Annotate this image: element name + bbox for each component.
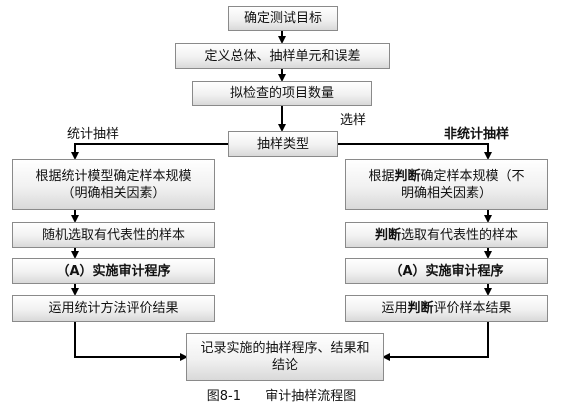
final-record-results: 记录实施的抽样程序、结果和结论 <box>186 333 384 381</box>
step-define-objective-text: 确定测试目标 <box>243 11 322 26</box>
right-judgement-select: 判断选取有代表性的样本 <box>345 222 548 248</box>
right-step1-rest: 确定样本规模（不明确相关因素） <box>400 168 525 201</box>
arrow-left-to-final <box>74 322 188 361</box>
step-define-population: 定义总体、抽样单元和误差 <box>175 43 390 69</box>
branch-right-line <box>337 143 492 160</box>
step-define-objective: 确定测试目标 <box>228 6 338 31</box>
left-determine-sample-size: 根据统计模型确定样本规模（明确相关因素） <box>12 159 215 210</box>
right-step4-judgement: 判断 <box>407 301 434 316</box>
step-item-count: 拟检查的项目数量 <box>192 81 372 106</box>
left-random-select: 随机选取有代表性的样本 <box>12 222 215 248</box>
arrow-right-to-final <box>382 322 489 361</box>
right-step2-judgement: 判断 <box>374 227 401 243</box>
left-perform-procedures: （A）实施审计程序 <box>12 258 215 284</box>
left-determine-sample-size-text: 根据统计模型确定样本规模（明确相关因素） <box>35 168 192 201</box>
label-statistical-sampling: 统计抽样 <box>67 127 120 142</box>
label-nonstatistical-sampling: 非统计抽样 <box>444 127 510 142</box>
final-record-results-text: 记录实施的抽样程序、结果和结论 <box>200 341 370 373</box>
right-step1-prefix: 根据 <box>368 168 395 184</box>
branch-left-line <box>71 143 228 160</box>
left-random-select-text: 随机选取有代表性的样本 <box>41 227 185 243</box>
right-step2-rest: 选取有代表性的样本 <box>401 227 519 243</box>
step-sampling-type: 抽样类型 <box>228 131 338 157</box>
right-step4-prefix: 运用 <box>381 301 408 316</box>
step-define-population-text: 定义总体、抽样单元和误差 <box>204 48 361 64</box>
right-perform-procedures: （A）实施审计程序 <box>345 258 548 284</box>
step-item-count-text: 拟检查的项目数量 <box>229 86 334 101</box>
right-determine-sample-size-text: 根据判断确定样本规模（不明确相关因素） <box>364 168 529 202</box>
right-evaluate-results-text: 运用判断评价样本结果 <box>381 300 511 317</box>
left-evaluate-results-text: 运用统计方法评价结果 <box>48 301 179 316</box>
right-determine-sample-size: 根据判断确定样本规模（不明确相关因素） <box>345 159 548 210</box>
right-evaluate-results: 运用判断评价样本结果 <box>345 295 548 322</box>
right-step1-judgement: 判断 <box>394 168 421 184</box>
figure-number: 图8-1 <box>206 389 241 404</box>
step-sampling-type-text: 抽样类型 <box>256 136 309 152</box>
figure-caption: 图8-1 审计抽样流程图 <box>0 385 563 404</box>
figure-title: 审计抽样流程图 <box>265 389 357 404</box>
label-select-sample: 选样 <box>340 113 367 128</box>
right-judgement-select-text: 判断选取有代表性的样本 <box>375 227 518 244</box>
left-perform-procedures-text: （A）实施审计程序 <box>56 263 171 279</box>
left-evaluate-results: 运用统计方法评价结果 <box>12 295 215 322</box>
right-perform-procedures-text: （A）实施审计程序 <box>389 263 504 279</box>
right-step4-rest: 评价样本结果 <box>433 301 512 316</box>
